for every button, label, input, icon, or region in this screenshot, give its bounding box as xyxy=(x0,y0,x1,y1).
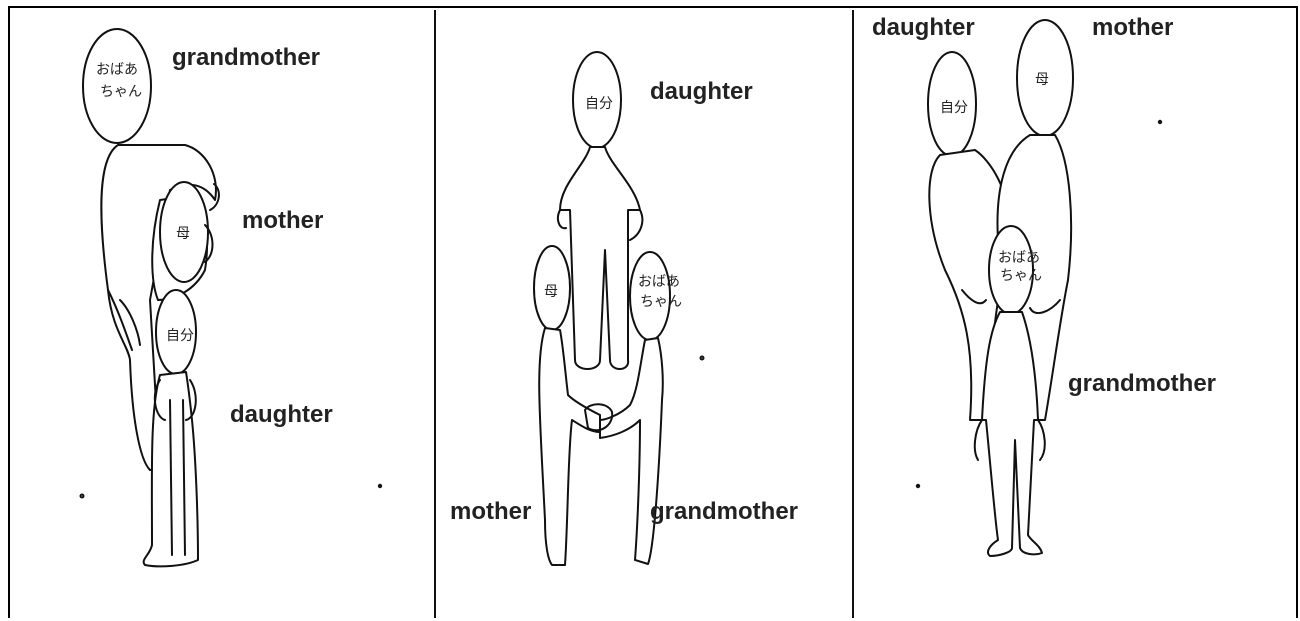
panel-1-label-daughter: daughter xyxy=(230,403,333,427)
panel-3-label-grandmother: grandmother xyxy=(1068,372,1216,396)
mother-head-text-1: 母 xyxy=(176,226,190,242)
grandmother-head-text-1b: ちゃん xyxy=(100,84,142,100)
panel-2-label-mother: mother xyxy=(450,500,531,524)
speck xyxy=(917,485,919,487)
speck xyxy=(81,495,84,498)
speck xyxy=(1159,121,1161,123)
mother-head-text-2: 母 xyxy=(544,284,558,300)
panel-1-drawing: おばあ ちゃん 母 自分 xyxy=(83,29,219,566)
daughter-head-text-1: 自分 xyxy=(166,328,194,344)
panel-3-drawing: 自分 母 おばあ ちゃん xyxy=(928,20,1073,556)
mother-head-text-3: 母 xyxy=(1035,72,1049,88)
grandmother-head-text-3: おばあ xyxy=(998,250,1040,266)
grandmother-head-text-2: おばあ xyxy=(638,274,680,290)
daughter-head-text-2: 自分 xyxy=(585,96,613,112)
speck xyxy=(701,357,704,360)
grandmother-head-text-1: おばあ xyxy=(96,62,138,78)
panel-2-label-daughter: daughter xyxy=(650,80,753,104)
grandmother-head-text-2b: ちゃん xyxy=(640,294,682,310)
panel-1-label-mother: mother xyxy=(242,209,323,233)
daughter-head-text-3: 自分 xyxy=(940,100,968,116)
panel-2-drawing: 自分 母 おばあ ちゃん xyxy=(534,52,682,565)
panel-3-label-daughter: daughter xyxy=(872,16,975,40)
panel-1-label-grandmother: grandmother xyxy=(172,46,320,70)
grandmother-head-text-3b: ちゃん xyxy=(1000,268,1042,284)
speck xyxy=(379,485,381,487)
panel-3-label-mother: mother xyxy=(1092,16,1173,40)
panel-2-label-grandmother: grandmother xyxy=(650,500,798,524)
